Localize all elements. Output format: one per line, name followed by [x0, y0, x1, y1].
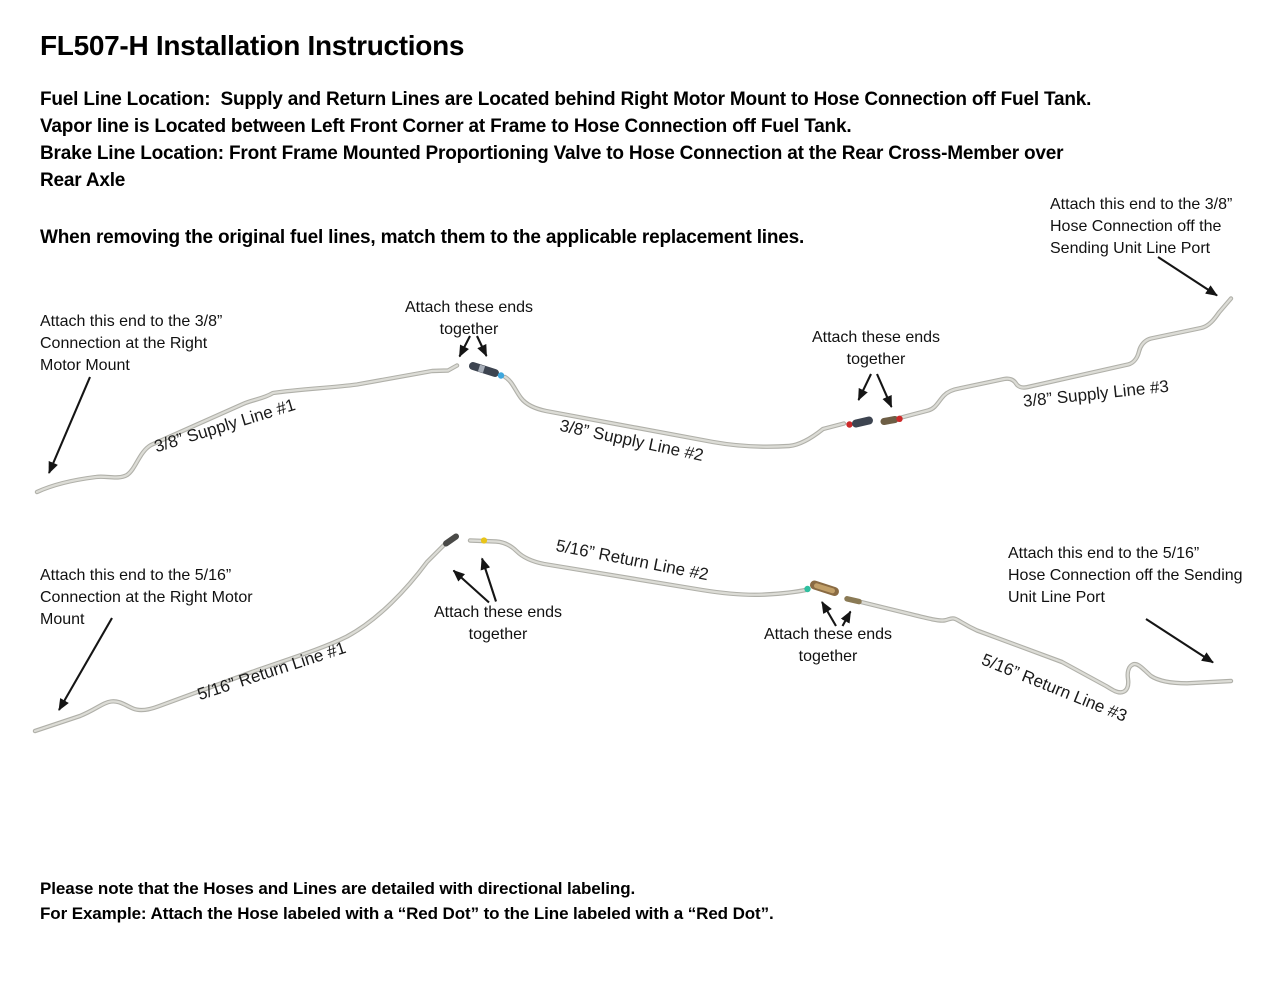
arrow-return-join1-a [452, 569, 490, 604]
annotation-supply-left-end: Attach this end to the 3/8” Connection a… [40, 313, 223, 374]
return-join2-connector [804, 580, 862, 605]
supply-join2-connector [846, 415, 903, 428]
arrow-return-join2-b [840, 610, 852, 627]
red-dot-marker [846, 421, 853, 428]
page-title: FL507-H Installation Instructions [40, 30, 465, 61]
annotation-return-left-end: Attach this end to the 5/16” Connection … [40, 567, 253, 628]
arrow-supply-right-end [1157, 256, 1218, 297]
arrow-return-left-end [58, 617, 113, 711]
teal-dot-marker [804, 585, 811, 593]
annotation-return-right-end: Attach this end to the 5/16” Hose Connec… [1008, 545, 1243, 606]
supply-line-2-path [505, 377, 844, 447]
arrow-supply-join1-a [458, 335, 471, 358]
arrow-return-right-end [1145, 618, 1214, 664]
arrow-supply-join2-a [857, 373, 872, 401]
arrow-supply-left-end [48, 376, 91, 474]
arrow-return-join1-b [480, 557, 497, 602]
return-join1-connector [443, 533, 488, 547]
removal-note: When removing the original fuel lines, m… [40, 227, 805, 248]
annotation-supply-join1: Attach these ends together [404, 299, 534, 338]
blue-dot-marker [497, 372, 505, 379]
annotation-return-join1: Attach these ends together [433, 604, 563, 643]
supply-join1-connector [469, 362, 505, 379]
yellow-dot-marker [480, 537, 488, 544]
annotation-supply-join2: Attach these ends together [811, 329, 941, 368]
arrow-return-join2-a [821, 601, 837, 627]
arrow-supply-join1-b [476, 335, 488, 357]
arrow-supply-join2-b [876, 373, 893, 408]
red-dot-marker [896, 415, 903, 422]
footer-note: Please note that the Hoses and Lines are… [40, 879, 774, 923]
annotation-return-join2: Attach these ends together [763, 626, 893, 665]
intro-paragraph: Fuel Line Location: Supply and Return Li… [40, 89, 1092, 191]
annotation-supply-right-end: Attach this end to the 3/8” Hose Connect… [1050, 196, 1233, 257]
